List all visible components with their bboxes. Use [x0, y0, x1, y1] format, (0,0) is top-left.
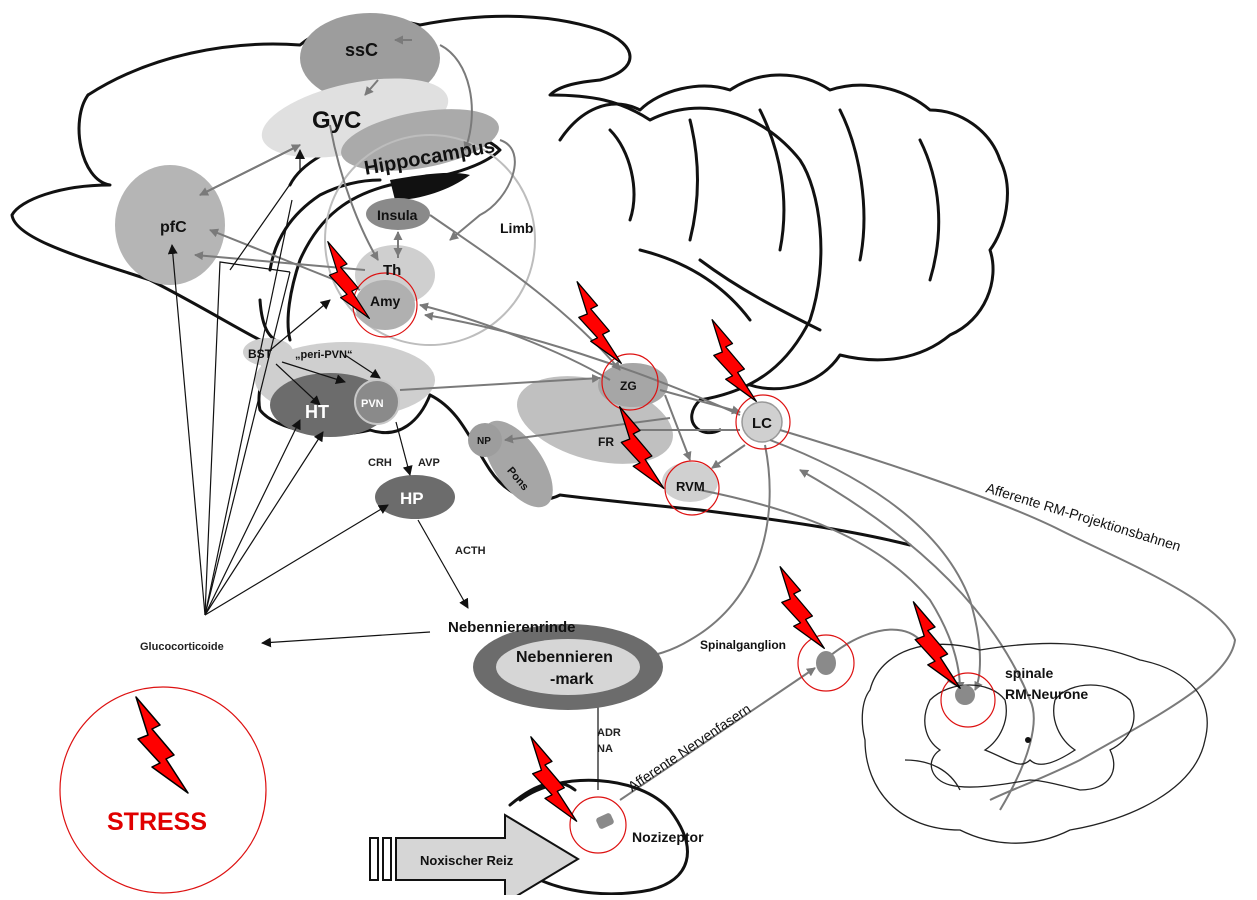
- label-np: NP: [477, 436, 491, 447]
- lightning-bolt-icon: [531, 737, 577, 821]
- label-acth: ACTH: [455, 545, 486, 557]
- label-glucocorticoide: Glucocorticoide: [140, 641, 224, 653]
- label-nebennierenmark-2: -mark: [550, 671, 594, 688]
- label-afferente-nerven: Afferente Nervenfasern: [625, 700, 754, 794]
- label-spinalganglion: Spinalganglion: [700, 638, 786, 652]
- label-adr: ADR: [597, 727, 621, 739]
- label-na: NA: [597, 743, 613, 755]
- label-rvm: RVM: [676, 479, 705, 494]
- label-spinale-1: spinale: [1005, 665, 1053, 681]
- label-nebennierenrinde: Nebennierenrinde: [448, 619, 576, 636]
- label-nebennierenmark-1: Nebennieren: [516, 649, 613, 666]
- label-pvn: PVN: [361, 398, 384, 410]
- label-limb: Limb: [500, 220, 533, 236]
- label-ht: HT: [305, 402, 329, 422]
- spinal-ganglion: [816, 651, 836, 675]
- label-avp: AVP: [418, 457, 440, 469]
- label-gyc: GyC: [312, 107, 361, 134]
- label-pfc: pfC: [160, 219, 187, 236]
- label-stress: STRESS: [107, 808, 207, 836]
- lightning-bolt-icon: [577, 282, 621, 364]
- label-bst: BST: [248, 347, 273, 361]
- label-spinale-2: RM-Neurone: [1005, 686, 1088, 702]
- label-afferente-rm: Afferente RM-Projektionsbahnen: [984, 480, 1183, 555]
- adrenal-gland: [473, 624, 663, 710]
- alarm-rings: [60, 273, 995, 893]
- label-ssc: ssC: [345, 40, 378, 60]
- label-hp: HP: [400, 489, 424, 508]
- label-nozizeptor: Nozizeptor: [632, 829, 704, 845]
- label-th: Th: [383, 262, 401, 279]
- label-crh: CRH: [368, 457, 392, 469]
- lightning-bolt-icon: [136, 697, 188, 793]
- lightning-bolt-icon: [712, 320, 756, 402]
- label-amy: Amy: [370, 293, 401, 309]
- label-noxischer-reiz: Noxischer Reiz: [420, 853, 514, 868]
- label-fr: FR: [598, 435, 614, 449]
- label-lc: LC: [752, 415, 772, 432]
- label-peri-pvn: „peri-PVN“: [295, 349, 352, 361]
- label-insula: Insula: [377, 207, 418, 223]
- label-zg: ZG: [620, 379, 637, 393]
